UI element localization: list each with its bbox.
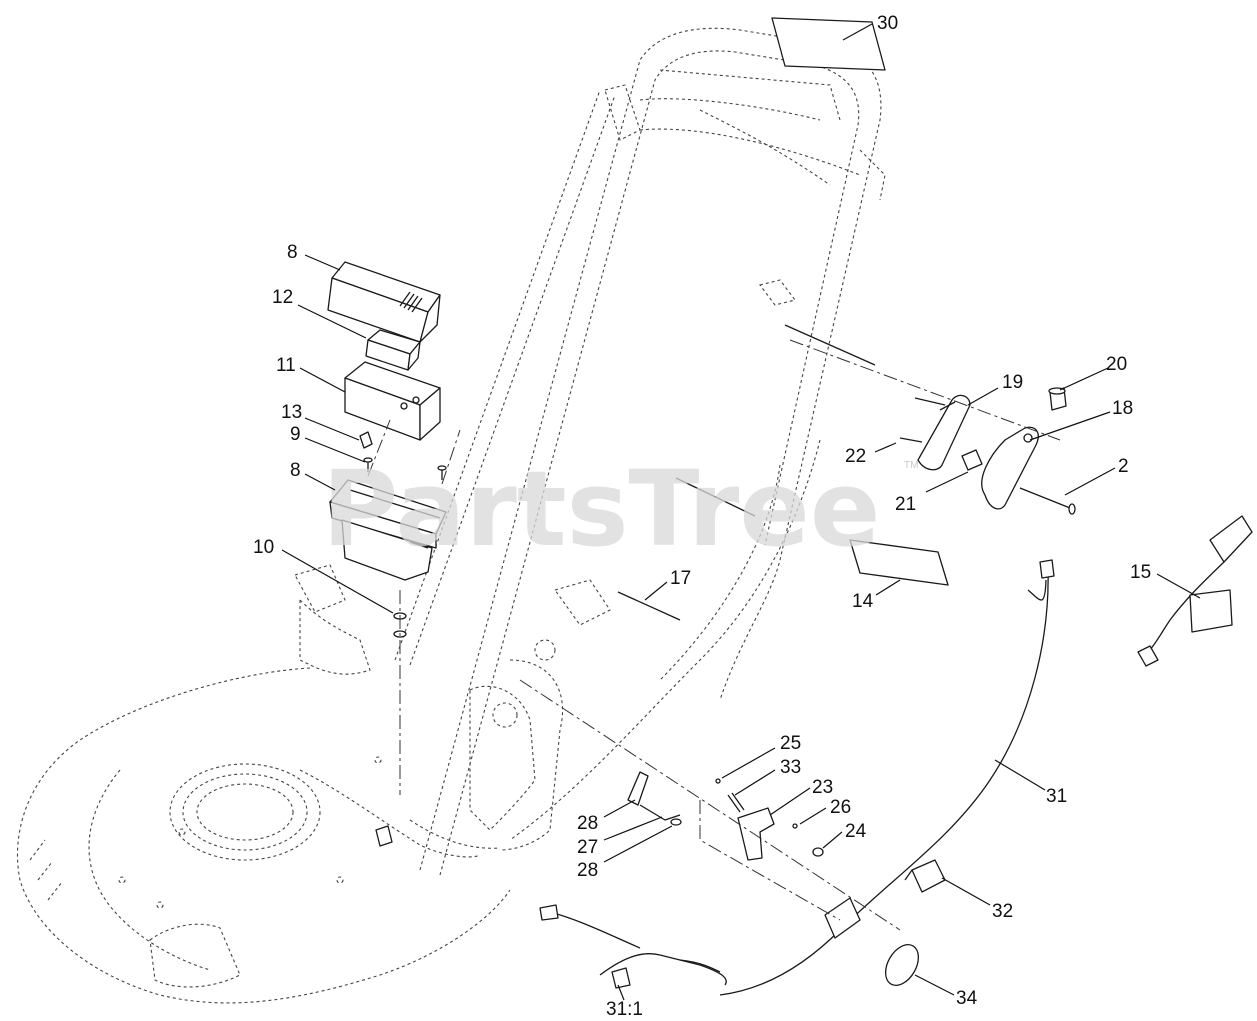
callout-14: 14 (852, 591, 874, 612)
callout-10: 10 (253, 537, 274, 558)
part-20-bushing (1048, 387, 1067, 411)
callout-13: 13 (281, 402, 302, 423)
callout-8-battery: 8 (287, 242, 298, 263)
part-24-spacer (812, 847, 824, 857)
cable-harness (509, 439, 821, 841)
watermark-trademark: TM (904, 460, 918, 471)
callout-31-1: 31:1 (606, 999, 643, 1020)
part-2-pin (1019, 487, 1076, 515)
callout-34: 34 (956, 988, 978, 1009)
part-13-clip (359, 431, 373, 449)
callout-22: 22 (845, 446, 866, 467)
part-8-battery-tray (329, 479, 447, 581)
part-8-battery (327, 261, 441, 343)
callout-15: 15 (1130, 562, 1151, 583)
callout-12: 12 (272, 287, 293, 308)
callout-21: 21 (895, 494, 916, 515)
callout-9: 9 (290, 424, 301, 445)
part-27-28-link (627, 771, 682, 826)
callout-28-upper: 28 (577, 813, 598, 834)
callout-26: 26 (830, 797, 851, 818)
callout-28-lower: 28 (577, 860, 598, 881)
callout-30: 30 (877, 13, 898, 34)
callout-24: 24 (845, 821, 867, 842)
part-17-rods (617, 324, 876, 621)
callout-17: 17 (670, 568, 691, 589)
callout-20: 20 (1106, 354, 1127, 375)
part-18-cover (981, 426, 1039, 510)
part-23-lever (737, 807, 775, 861)
callout-27: 27 (577, 837, 598, 858)
callout-31: 31 (1046, 786, 1067, 807)
watermark: PartsTree (322, 448, 880, 570)
callout-23: 23 (812, 777, 833, 798)
callout-18: 18 (1112, 398, 1133, 419)
callout-leaders (281, 23, 1201, 1001)
part-25-screw (715, 778, 721, 784)
callout-8-tray: 8 (290, 460, 301, 481)
callout-32: 32 (992, 901, 1013, 922)
callout-11: 11 (276, 355, 296, 376)
handle-assembly (299, 27, 886, 876)
callout-19: 19 (1002, 372, 1023, 393)
part-15-charger (1137, 515, 1253, 667)
part-26-nut (792, 823, 798, 829)
part-11-module (344, 361, 441, 441)
callout-25: 25 (780, 733, 801, 754)
callout-33: 33 (780, 757, 801, 778)
part-31-harness (539, 559, 1055, 996)
callout-2: 2 (1118, 456, 1129, 477)
part-14-label (849, 539, 949, 586)
part-30-label (771, 17, 886, 71)
part-12-pad (365, 329, 421, 371)
part-34-cable-tie (884, 944, 920, 986)
part-33-spring (727, 792, 745, 813)
mower-deck (17, 564, 511, 1004)
part-19-bracket (899, 394, 971, 471)
callout-numbers: 30 8 12 11 13 9 8 10 19 20 18 22 21 2 17… (253, 13, 1151, 1020)
deck-clip (375, 825, 393, 847)
part-9-screws (363, 457, 447, 480)
part-21-nut (961, 449, 983, 471)
